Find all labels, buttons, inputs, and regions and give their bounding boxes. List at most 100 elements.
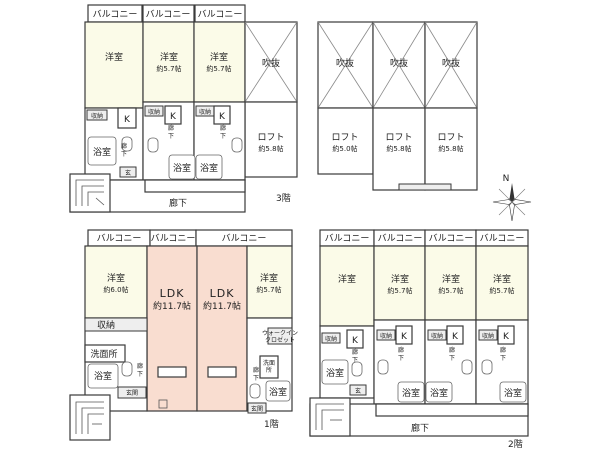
ldk-1f-1-size: 約11.7帖 bbox=[153, 300, 191, 312]
balcony-3f-3-label: バルコニー bbox=[198, 9, 243, 20]
kitchen-2f-4: K bbox=[503, 332, 510, 342]
loft-level-plan: 吹抜 吹抜 吹抜 ロフト 約5.0帖 ロフト 約5.8帖 ロフト 約5.8帖 bbox=[317, 21, 478, 191]
corridor-3f-label: 廊下 bbox=[169, 197, 187, 209]
corridor-1f-2: 廊 bbox=[253, 366, 259, 374]
corridor-2f-4: 廊 bbox=[500, 346, 506, 354]
storage-1f-1: 収納 bbox=[97, 319, 115, 331]
balcony-1f-2-label: バルコニー bbox=[151, 233, 196, 244]
storage-2f-1: 収納 bbox=[325, 335, 337, 343]
loft-2 bbox=[372, 107, 426, 191]
corridor-1f-1: 廊 bbox=[137, 362, 143, 370]
entrance-3f-1: 玄 bbox=[125, 169, 131, 177]
corridor-3f-3: 廊 bbox=[220, 124, 226, 132]
ldk-1f-1-label: LDK bbox=[160, 287, 185, 300]
bath-2f-1 bbox=[321, 359, 349, 385]
ldk-1f-1 bbox=[146, 245, 198, 412]
balcony-1f-3-label: バルコニー bbox=[222, 233, 267, 244]
floor-2-label: 2階 bbox=[508, 439, 523, 450]
western-room-2f-3-label: 洋室 bbox=[442, 273, 460, 285]
void-loft-2-label: 吹抜 bbox=[390, 57, 408, 69]
floor-1-plan: バルコニー バルコニー バルコニー 洋室 約6.0帖 LDK 約11.7帖 LD… bbox=[69, 229, 298, 441]
bath-3f-1-label: 浴室 bbox=[93, 146, 111, 158]
western-room-1f-2 bbox=[246, 245, 293, 319]
svg-text:下: 下 bbox=[253, 375, 259, 382]
floor-3-plan: バルコニー バルコニー バルコニー 洋室 洋室 約5.7帖 洋室 約5.7帖 吹… bbox=[69, 4, 298, 213]
storage-3f-2: 収納 bbox=[148, 108, 160, 116]
kitchen-2f-2: K bbox=[401, 332, 408, 342]
corridor-3f-1: 廊 bbox=[121, 142, 127, 150]
svg-text:下: 下 bbox=[449, 355, 455, 362]
kitchen-2f-1: K bbox=[352, 336, 359, 346]
kitchen-2f-3: K bbox=[452, 332, 459, 342]
corridor-2f-2: 廊 bbox=[398, 346, 404, 354]
balcony-3f-1-label: バルコニー bbox=[93, 9, 138, 20]
loft-3f-size: 約5.8帖 bbox=[258, 144, 283, 153]
storage-2f-3: 収納 bbox=[431, 332, 443, 340]
loft-1-size: 約5.0帖 bbox=[332, 144, 357, 153]
western-room-3f-2-label: 洋室 bbox=[160, 51, 178, 63]
void-loft-1-label: 吹抜 bbox=[336, 57, 354, 69]
kitchen-3f-1: K bbox=[124, 115, 131, 125]
western-room-1f-2-label: 洋室 bbox=[260, 272, 278, 284]
svg-text:所: 所 bbox=[266, 366, 272, 374]
entrance-2f-1: 玄 bbox=[355, 387, 361, 395]
bath-1f-2-label: 浴室 bbox=[269, 386, 287, 398]
kitchen-3f-2: K bbox=[170, 112, 177, 122]
western-room-2f-2-size: 約5.7帖 bbox=[387, 286, 412, 295]
bath-1f-1 bbox=[87, 363, 119, 389]
bath-3f-3 bbox=[195, 154, 223, 180]
balcony-2f-2-label: バルコニー bbox=[378, 233, 423, 244]
western-room-3f-3-size: 約5.7帖 bbox=[206, 64, 231, 73]
western-room-2f-4-label: 洋室 bbox=[493, 273, 511, 285]
bath-3f-3-label: 浴室 bbox=[200, 162, 218, 174]
balcony-2f-1-label: バルコニー bbox=[325, 233, 370, 244]
entrance-1f-2: 玄関 bbox=[251, 405, 263, 413]
ldk-1f-2-label: LDK bbox=[210, 287, 235, 300]
western-room-2f-4-size: 約5.7帖 bbox=[489, 286, 514, 295]
bath-3f-2-label: 浴室 bbox=[173, 162, 191, 174]
western-room-2f-2-label: 洋室 bbox=[391, 273, 409, 285]
loft-3f-label: ロフト bbox=[257, 133, 284, 143]
loft-2-label: ロフト bbox=[385, 133, 412, 143]
storage-2f-4: 収納 bbox=[482, 332, 494, 340]
bath-3f-1 bbox=[87, 136, 117, 166]
bath-2f-2 bbox=[397, 381, 425, 403]
bath-3f-2 bbox=[168, 154, 196, 180]
entrance-1f-1: 玄関 bbox=[126, 389, 138, 397]
stairs-1f bbox=[69, 394, 111, 441]
bath-2f-2-label: 浴室 bbox=[402, 387, 420, 399]
bath-2f-1-label: 浴室 bbox=[326, 367, 344, 379]
balcony-1f-1-label: バルコニー bbox=[97, 233, 142, 244]
washroom-1f-1: 洗面所 bbox=[90, 348, 117, 360]
bath-2f-3 bbox=[425, 381, 453, 403]
bath-2f-4 bbox=[499, 381, 527, 403]
loft-3-label: ロフト bbox=[437, 133, 464, 143]
loft-3 bbox=[424, 107, 478, 191]
western-room-1f-1-size: 約6.0帖 bbox=[103, 285, 128, 294]
svg-text:クロゼット: クロゼット bbox=[265, 336, 295, 344]
svg-text:下: 下 bbox=[398, 355, 404, 362]
loft-3f bbox=[244, 101, 298, 178]
western-room-3f-1 bbox=[84, 21, 144, 109]
north-label: N bbox=[503, 174, 510, 184]
western-room-3f-3-label: 洋室 bbox=[210, 51, 228, 63]
corridor-2f-1: 廊 bbox=[352, 348, 358, 356]
kitchen-3f-3: K bbox=[219, 112, 226, 122]
ldk-1f-2-size: 約11.7帖 bbox=[203, 300, 241, 312]
balcony-3f-2-label: バルコニー bbox=[146, 9, 191, 20]
floor-3-label: 3階 bbox=[276, 193, 291, 204]
western-room-3f-2-size: 約5.7帖 bbox=[156, 64, 181, 73]
western-room-1f-2-size: 約5.7帖 bbox=[256, 285, 281, 294]
corridor-2f-3: 廊 bbox=[449, 346, 455, 354]
loft-1 bbox=[317, 107, 374, 175]
western-room-1f-1-label: 洋室 bbox=[107, 272, 125, 284]
western-room-2f-1 bbox=[319, 245, 375, 327]
bath-1f-2 bbox=[265, 380, 291, 402]
corridor-3f-2: 廊 bbox=[168, 124, 174, 132]
svg-text:下: 下 bbox=[220, 133, 226, 140]
western-room-3f-1-label: 洋室 bbox=[105, 51, 123, 63]
svg-text:下: 下 bbox=[168, 133, 174, 140]
washroom-1f-2: 洗面 bbox=[263, 359, 275, 367]
floor-2-plan: バルコニー バルコニー バルコニー バルコニー 洋室 洋室 約5.7帖 洋室 約… bbox=[309, 229, 529, 450]
